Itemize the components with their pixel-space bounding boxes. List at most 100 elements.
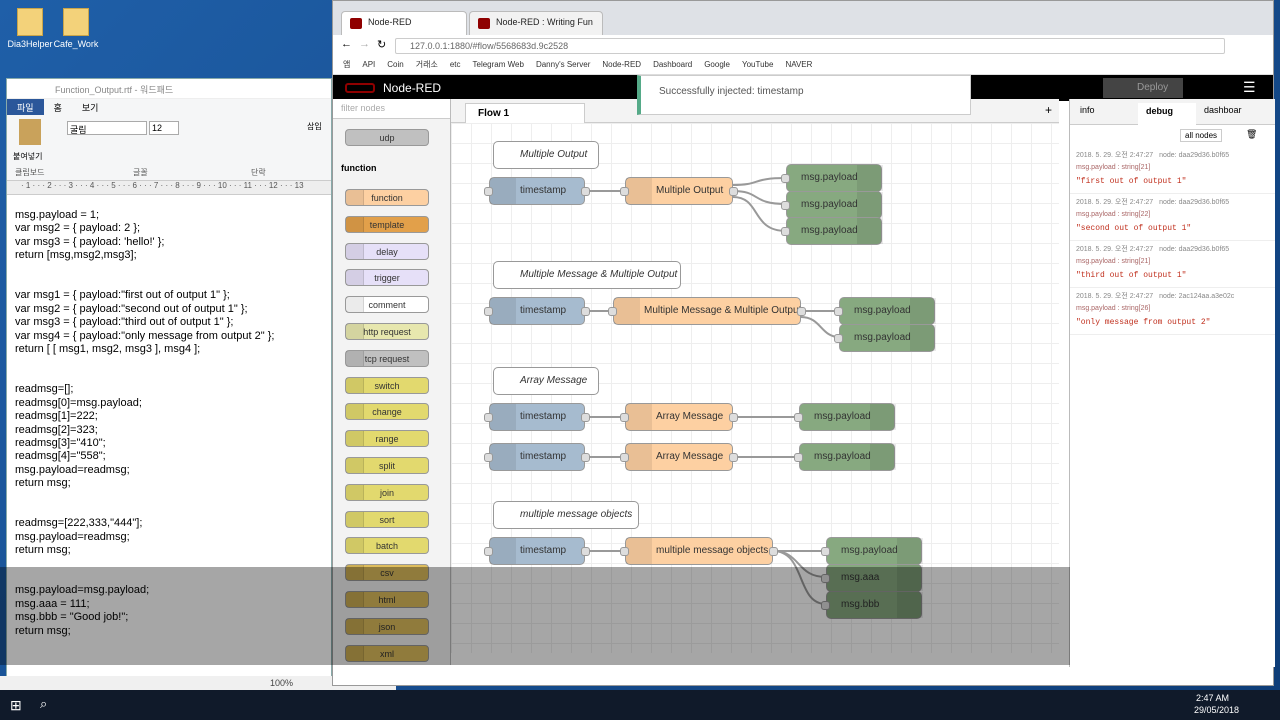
bookmark[interactable]: Google bbox=[704, 60, 730, 69]
palette-node[interactable]: switch bbox=[345, 376, 429, 394]
palette-node[interactable]: delay bbox=[345, 242, 429, 260]
node-port[interactable] bbox=[821, 601, 830, 610]
paste-icon[interactable] bbox=[19, 119, 41, 145]
palette-node[interactable]: range bbox=[345, 430, 429, 448]
node-port[interactable] bbox=[729, 413, 738, 422]
browser-tab-nodered[interactable]: Node-RED bbox=[341, 11, 467, 35]
bookmark[interactable]: 거래소 bbox=[415, 60, 438, 69]
trash-icon[interactable]: 🗑 bbox=[1246, 129, 1258, 139]
bookmark[interactable]: etc bbox=[449, 60, 461, 69]
desktop-icon-cafe-work[interactable]: Cafe_Work bbox=[46, 8, 106, 49]
debug-node[interactable]: msg.payload bbox=[834, 324, 936, 352]
desktop-icon-dia3helper[interactable]: Dia3Helper bbox=[0, 8, 60, 49]
node-port[interactable] bbox=[781, 174, 790, 183]
url-input[interactable]: 127.0.0.1:1880/#flow/5568683d.9c2528 bbox=[395, 38, 1225, 54]
debug-node[interactable]: msg.payload bbox=[821, 537, 923, 565]
tab-view[interactable]: 보기 bbox=[81, 103, 99, 113]
function-node[interactable]: multiple message objects bbox=[620, 537, 778, 565]
comment-node[interactable]: Multiple Output bbox=[493, 141, 599, 169]
node-port[interactable] bbox=[581, 187, 590, 196]
function-node[interactable]: Multiple Output bbox=[620, 177, 738, 205]
tab-debug[interactable]: debug bbox=[1138, 103, 1196, 125]
tab-file[interactable]: 파일 bbox=[7, 99, 44, 115]
search-icon[interactable]: ⌕ bbox=[40, 696, 48, 711]
debug-node[interactable]: msg.payload bbox=[834, 297, 936, 325]
forward-icon[interactable]: → bbox=[359, 38, 370, 50]
debug-node[interactable]: msg.payload bbox=[781, 217, 883, 245]
palette-node[interactable]: csv bbox=[345, 564, 429, 582]
node-port[interactable] bbox=[581, 547, 590, 556]
function-node[interactable]: Array Message bbox=[620, 443, 738, 471]
node-port[interactable] bbox=[620, 187, 629, 196]
insert-label[interactable]: 삽입 bbox=[307, 122, 322, 131]
bookmark[interactable]: Danny's Server bbox=[535, 60, 591, 69]
deploy-button[interactable]: Deploy bbox=[1103, 78, 1183, 98]
bookmark[interactable]: 앱 bbox=[343, 60, 351, 69]
message-node[interactable]: node: daa29d36.b0f65 bbox=[1159, 246, 1230, 253]
bookmark[interactable]: Node-RED bbox=[602, 60, 642, 69]
debug-node[interactable]: msg.payload bbox=[781, 164, 883, 192]
comment-node[interactable]: Multiple Message & Multiple Output bbox=[493, 261, 681, 289]
browser-tab-writing[interactable]: Node-RED : Writing Fun bbox=[469, 11, 603, 35]
node-port[interactable] bbox=[620, 453, 629, 462]
function-node[interactable]: Multiple Message & Multiple Output bbox=[608, 297, 806, 325]
all-nodes-filter[interactable]: all nodes bbox=[1180, 129, 1223, 142]
inject-node[interactable]: timestamp bbox=[484, 297, 590, 325]
inject-node[interactable]: timestamp bbox=[484, 443, 590, 471]
font-select[interactable]: 굴림 bbox=[67, 121, 147, 135]
bookmark[interactable]: NAVER bbox=[785, 60, 813, 69]
back-icon[interactable]: ← bbox=[341, 38, 352, 50]
node-port[interactable] bbox=[769, 547, 778, 556]
palette-node[interactable]: change bbox=[345, 403, 429, 421]
node-port[interactable] bbox=[484, 547, 493, 556]
palette-node[interactable]: tcp request bbox=[345, 349, 429, 367]
reload-icon[interactable]: ↻ bbox=[377, 39, 387, 51]
node-port[interactable] bbox=[484, 413, 493, 422]
add-flow-icon[interactable]: + bbox=[1045, 103, 1053, 117]
node-port[interactable] bbox=[581, 307, 590, 316]
palette-node-udp[interactable]: udp bbox=[345, 129, 429, 146]
message-node[interactable]: node: 2ac124aa.a3e02c bbox=[1159, 293, 1235, 300]
node-port[interactable] bbox=[781, 227, 790, 236]
tab-home[interactable]: 홈 bbox=[53, 103, 62, 113]
node-port[interactable] bbox=[794, 413, 803, 422]
font-size-select[interactable]: 12 bbox=[149, 121, 179, 135]
menu-icon[interactable]: ☰ bbox=[1243, 79, 1256, 95]
message-node[interactable]: node: daa29d36.b0f65 bbox=[1159, 199, 1230, 206]
node-port[interactable] bbox=[797, 307, 806, 316]
windows-start-icon[interactable]: ⊞ bbox=[10, 697, 22, 713]
node-port[interactable] bbox=[821, 574, 830, 583]
bookmark[interactable]: Dashboard bbox=[653, 60, 693, 69]
bookmark[interactable]: Coin bbox=[387, 60, 404, 69]
palette-node[interactable]: sort bbox=[345, 510, 429, 528]
debug-node[interactable]: msg.payload bbox=[794, 443, 896, 471]
tab-dashboard[interactable]: dashboar bbox=[1204, 105, 1242, 115]
palette-node[interactable]: batch bbox=[345, 537, 429, 555]
palette-node[interactable]: json bbox=[345, 617, 429, 635]
palette-node[interactable]: xml bbox=[345, 644, 429, 662]
palette-node[interactable]: trigger bbox=[345, 269, 429, 287]
debug-node[interactable]: msg.payload bbox=[781, 191, 883, 219]
tab-flow-1[interactable]: Flow 1 bbox=[465, 103, 585, 123]
debug-node[interactable]: msg.aaa bbox=[821, 564, 923, 592]
message-node[interactable]: node: daa29d36.b0f65 bbox=[1159, 152, 1230, 159]
bookmark[interactable]: YouTube bbox=[742, 60, 774, 69]
node-port[interactable] bbox=[834, 307, 843, 316]
node-port[interactable] bbox=[581, 413, 590, 422]
comment-node[interactable]: Array Message bbox=[493, 367, 599, 395]
node-port[interactable] bbox=[620, 413, 629, 422]
bookmark[interactable]: Telegram Web bbox=[472, 60, 524, 69]
node-port[interactable] bbox=[821, 547, 830, 556]
node-port[interactable] bbox=[729, 453, 738, 462]
node-port[interactable] bbox=[484, 187, 493, 196]
document-text[interactable]: msg.payload = 1; var msg2 = { payload: 2… bbox=[15, 209, 275, 637]
palette-category-function[interactable]: function bbox=[341, 163, 377, 173]
filter-nodes-input[interactable]: filter nodes bbox=[333, 99, 450, 119]
palette-node[interactable]: join bbox=[345, 483, 429, 501]
inject-node[interactable]: timestamp bbox=[484, 177, 590, 205]
comment-node[interactable]: multiple message objects bbox=[493, 501, 639, 529]
